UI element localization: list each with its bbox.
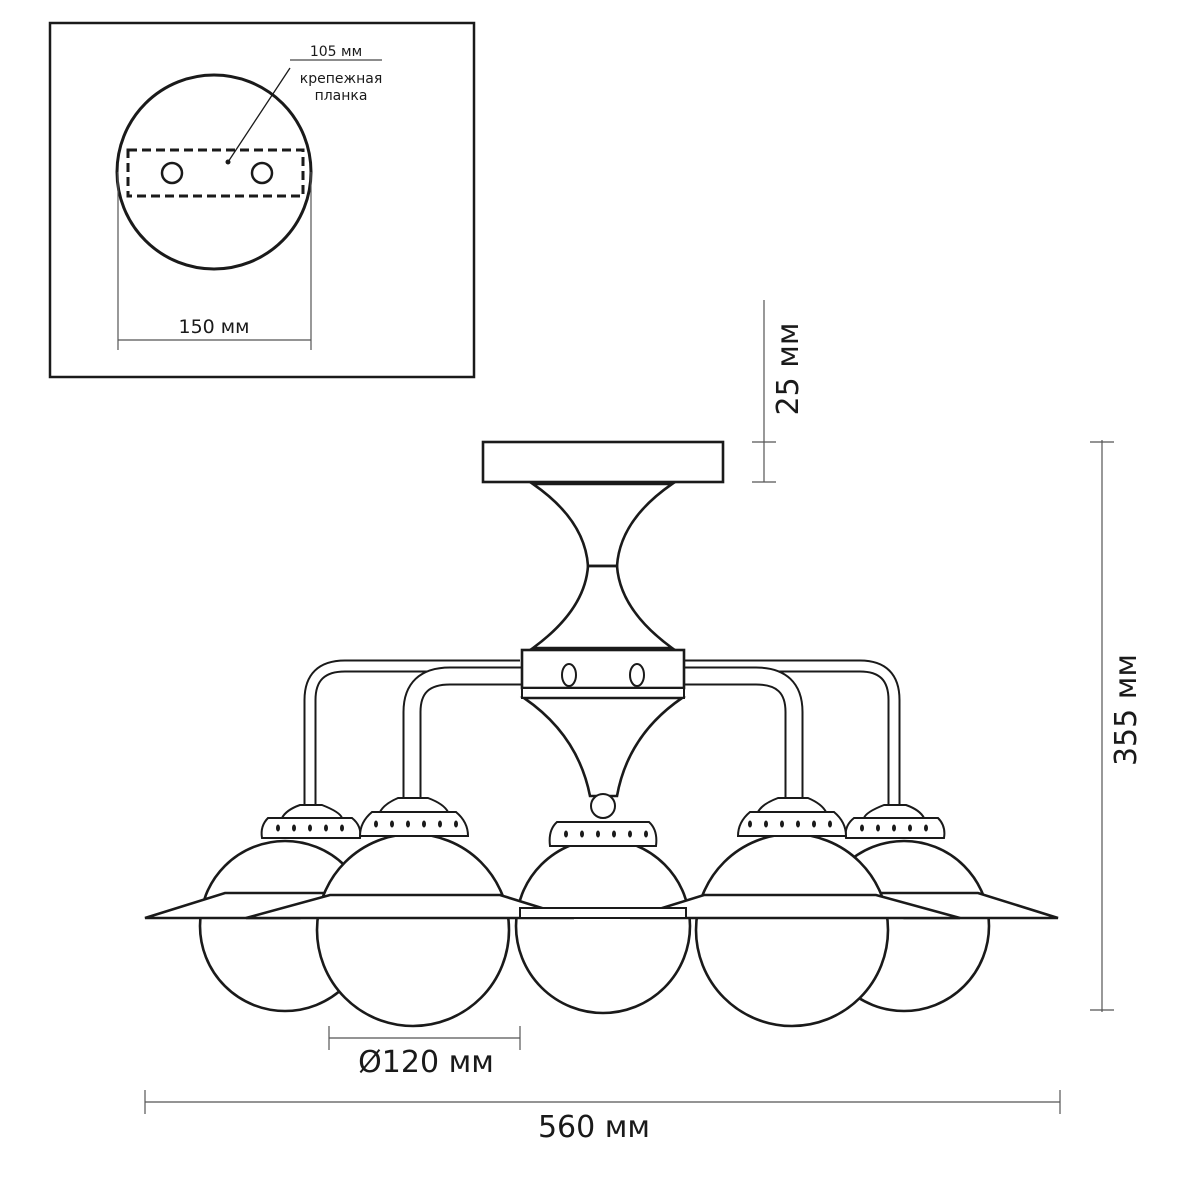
lamp-3 [514,821,692,1015]
cap-dots-3 [564,830,648,838]
arm-outer-right-fill [685,661,899,808]
total-height-dimension: 355 мм [1090,440,1144,1012]
cap-top-2 [378,797,450,813]
total-height-label: 355 мм [1109,654,1144,766]
lamp-4 [694,797,890,1028]
inset-panel: 105 мм крепежная планка 150 мм [48,21,476,379]
hub-joint-right [629,663,645,687]
ceiling-plate [481,440,725,484]
total-width-dimension: 560 мм [144,1090,1061,1145]
hub-ring [521,687,685,699]
cap-top-5 [862,804,926,819]
canopy-height-dimension: 25 мм [752,300,806,483]
canopy-height-label: 25 мм [771,323,806,416]
fixture [144,440,1059,1028]
canopy-diameter-label: 150 мм [179,316,250,338]
arm-inner-left-fill [404,668,570,804]
hub-block [520,648,686,690]
shade-disc-2 [245,893,575,920]
shade-diameter-label: Ø120 мм [358,1045,494,1080]
center-cone [519,696,687,798]
shade-disc-3 [519,907,687,919]
center-finial [590,793,616,819]
lamp-2 [315,797,511,1028]
cap-dots-1 [276,824,344,832]
shade-disc-4 [629,893,961,920]
shade-diameter-dimension: Ø120 мм [328,1026,521,1080]
globe-3 [514,837,692,1015]
strip-name-line2: планка [315,88,368,104]
screw-hole-right [250,161,274,185]
arm-outer-left-fill [305,661,520,808]
cap-4 [736,811,848,837]
cap-dots-2 [374,820,458,828]
globe-4 [694,832,890,1028]
total-width-label: 560 мм [538,1110,650,1145]
arm-inner-right-fill [636,668,802,804]
strip-width-label: 105 мм [310,44,362,60]
cap-top-1 [280,804,344,819]
mounting-strip [126,148,305,198]
leader-line [227,67,291,163]
cap-dots-5 [860,824,928,832]
stem-upper [528,482,677,568]
cap-dots-4 [748,820,832,828]
cap-3 [548,821,658,847]
hub-joint-left [561,663,577,687]
globe-2 [315,832,511,1028]
screw-hole-left [160,161,184,185]
strip-name-line1: крепежная [300,71,383,87]
cap-top-4 [756,797,828,813]
canopy-circle [115,73,313,271]
cap-2 [358,811,470,837]
stem-lower [529,564,676,650]
